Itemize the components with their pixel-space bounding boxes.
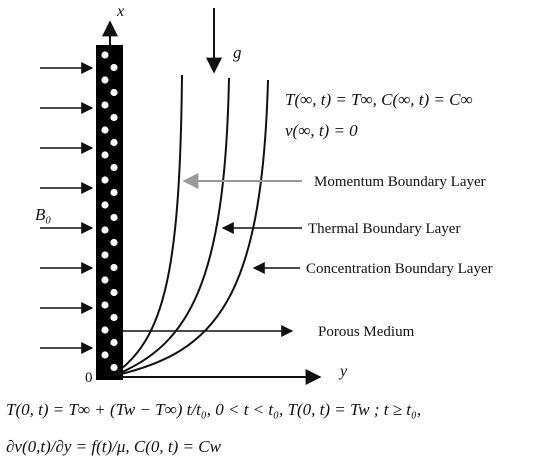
pore-dot xyxy=(101,276,109,284)
pore-dot xyxy=(101,251,109,259)
pore-dot xyxy=(110,163,118,172)
pore-dot xyxy=(110,213,118,222)
magnetic-field-arrows xyxy=(40,62,94,354)
x-axis-label: x xyxy=(116,3,124,20)
momentum-layer-label: Momentum Boundary Layer xyxy=(314,174,486,190)
concentration-layer-label: Concentration Boundary Layer xyxy=(306,261,493,277)
concentration-layer-curve xyxy=(116,79,269,376)
porous-plate xyxy=(96,45,123,380)
plate-pores xyxy=(101,51,118,372)
pore-dot xyxy=(110,338,118,347)
pore-dot xyxy=(101,326,109,334)
pore-dot xyxy=(101,151,109,159)
thermal-layer-curve xyxy=(114,77,230,376)
pore-dot xyxy=(101,226,109,234)
pore-dot xyxy=(110,188,118,197)
origin-label: 0 xyxy=(85,370,93,386)
porous-medium-label: Porous Medium xyxy=(318,324,415,340)
pore-dot xyxy=(101,351,109,359)
pore-dot xyxy=(101,201,109,209)
pore-dot xyxy=(110,138,118,147)
momentum-layer-curve xyxy=(112,74,183,376)
pore-dot xyxy=(110,113,118,122)
far-field-condition-1: T(∞, t) = T∞, C(∞, t) = C∞ xyxy=(285,90,473,109)
y-axis-label: y xyxy=(338,363,348,380)
gravity-label: g xyxy=(233,43,242,62)
far-field-condition-2: v(∞, t) = 0 xyxy=(285,121,358,140)
pore-dot xyxy=(101,301,109,309)
pore-dot xyxy=(110,88,118,97)
pore-dot xyxy=(101,126,109,134)
wall-condition-1: T(0, t) = T∞ + (Tw − T∞) t/t₀, 0 < t < t… xyxy=(6,400,421,419)
pore-dot xyxy=(101,51,109,59)
pore-dot xyxy=(101,101,109,109)
thermal-layer-label: Thermal Boundary Layer xyxy=(308,221,460,237)
magnetic-field-label: B₀ xyxy=(35,205,51,224)
pore-dot xyxy=(110,263,118,272)
pore-dot xyxy=(110,288,118,297)
pore-dot xyxy=(110,238,118,247)
pore-dot xyxy=(110,363,118,372)
pore-dot xyxy=(110,313,118,322)
wall-condition-2: ∂v(0,t)/∂y = f(t)/μ, C(0, t) = Cw xyxy=(6,437,222,456)
pore-dot xyxy=(101,176,109,184)
pore-dot xyxy=(110,63,118,72)
pore-dot xyxy=(101,76,109,84)
